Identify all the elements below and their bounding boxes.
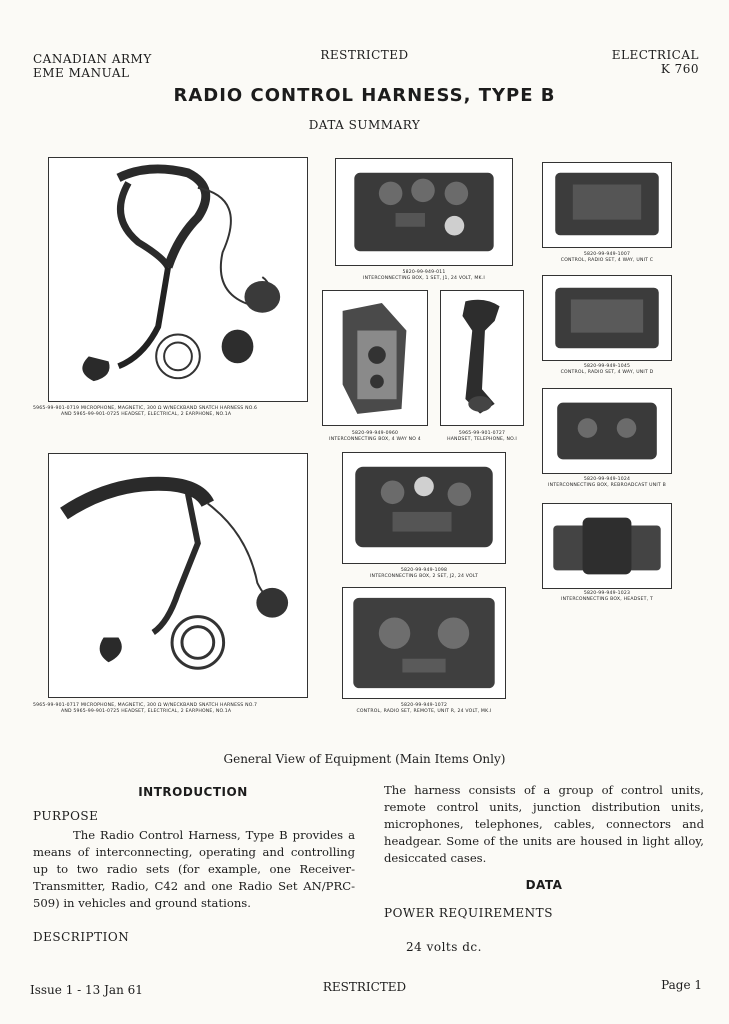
control-remote-image bbox=[353, 597, 495, 689]
caption-harness-7-line2: AND 5965-99-901-0725 HEADSET, ELECTRICAL… bbox=[61, 709, 232, 714]
photo-harness-7 bbox=[48, 453, 308, 698]
caption-control-d-line2: CONTROL, RADIO SET, 4 WAY, UNIT D bbox=[560, 370, 654, 375]
harness-7-image bbox=[60, 476, 289, 670]
header-category: ELECTRICAL bbox=[611, 48, 699, 62]
photo-control-c bbox=[542, 162, 672, 248]
caption-control-c: 5820-99-949-1007 CONTROL, RADIO SET, 4 W… bbox=[530, 252, 684, 264]
caption-harness-6-line1: 5965-99-901-0719 MICROPHONE, MAGNETIC, 3… bbox=[33, 406, 258, 411]
introduction-heading: INTRODUCTION bbox=[138, 785, 248, 799]
caption-box-rebroadcast: 5820-99-949-1024 INTERCONNECTING BOX, RE… bbox=[526, 477, 688, 489]
photo-control-remote bbox=[342, 587, 506, 699]
box-2set-image bbox=[355, 466, 493, 548]
photo-control-d bbox=[542, 275, 672, 361]
caption-box-4way-line1: 5820-99-949-0960 bbox=[351, 431, 399, 436]
caption-box-4way: 5820-99-949-0960 INTERCONNECTING BOX, 4 … bbox=[312, 431, 438, 443]
caption-control-d: 5820-99-949-1045 CONTROL, RADIO SET, 4 W… bbox=[530, 364, 684, 376]
page-title: RADIO CONTROL HARNESS, TYPE B bbox=[173, 85, 556, 106]
photo-handset bbox=[440, 290, 524, 426]
photo-box-headset bbox=[542, 503, 672, 589]
footer-classification: RESTRICTED bbox=[322, 980, 407, 994]
box-4way-image bbox=[342, 303, 407, 414]
header-left: CANADIAN ARMY EME MANUAL bbox=[33, 52, 152, 80]
caption-control-d-line1: 5820-99-949-1045 bbox=[583, 364, 631, 369]
description-heading: DESCRIPTION bbox=[33, 930, 130, 944]
caption-box-headset-line1: 5820-99-949-1023 bbox=[583, 591, 631, 596]
caption-control-remote-line1: 5820-99-949-1072 bbox=[400, 703, 448, 708]
box-headset-image bbox=[553, 517, 661, 575]
caption-harness-7: 5965-99-901-0717 MICROPHONE, MAGNETIC, 3… bbox=[33, 703, 257, 715]
header-manual: EME MANUAL bbox=[33, 66, 130, 80]
header-classification: RESTRICTED bbox=[320, 48, 409, 62]
caption-box-j1-line2: INTERCONNECTING BOX, 1 SET, J1, 24 VOLT,… bbox=[363, 276, 485, 281]
box-j1-image bbox=[354, 172, 494, 252]
power-requirements-heading: POWER REQUIREMENTS bbox=[384, 906, 553, 920]
caption-box-rebroadcast-line1: 5820-99-949-1024 bbox=[583, 477, 631, 482]
photo-box-j1 bbox=[335, 158, 513, 266]
photo-box-2set bbox=[342, 452, 506, 564]
purpose-text: The Radio Control Harness, Type B provid… bbox=[33, 828, 355, 910]
photo-box-4way bbox=[322, 290, 428, 426]
harness-6-image bbox=[82, 164, 281, 382]
caption-box-4way-line2: INTERCONNECTING BOX, 4 WAY NO 4 bbox=[329, 437, 421, 442]
header-code: K 760 bbox=[660, 62, 699, 76]
power-requirements-value: 24 volts dc. bbox=[406, 940, 482, 954]
description-text: The harness consists of a group of contr… bbox=[384, 783, 704, 865]
caption-harness-6: 5965-99-901-0719 MICROPHONE, MAGNETIC, 3… bbox=[33, 406, 257, 418]
data-heading: DATA bbox=[525, 878, 563, 892]
caption-box-j1-line1: 5820-99-949-011 bbox=[402, 270, 446, 275]
caption-control-c-line2: CONTROL, RADIO SET, 4 WAY, UNIT C bbox=[560, 258, 654, 263]
caption-control-c-line1: 5820-99-949-1007 bbox=[583, 252, 631, 257]
page-subtitle: DATA SUMMARY bbox=[308, 118, 421, 132]
purpose-heading: PURPOSE bbox=[33, 809, 99, 823]
box-rebroadcast-image bbox=[557, 402, 657, 460]
caption-harness-6-line2: AND 5965-99-901-0725 HEADSET, ELECTRICAL… bbox=[61, 412, 232, 417]
caption-control-remote-line2: CONTROL, RADIO SET, REMOTE, UNIT R, 24 V… bbox=[356, 709, 492, 714]
control-d-image bbox=[555, 287, 659, 349]
photo-box-rebroadcast bbox=[542, 388, 672, 474]
caption-handset-line1: 5965-99-901-0727 bbox=[458, 431, 506, 436]
caption-harness-7-line1: 5965-99-901-0717 MICROPHONE, MAGNETIC, 3… bbox=[33, 703, 258, 708]
caption-box-2set-line2: INTERCONNECTING BOX, 2 SET, J2, 24 VOLT bbox=[370, 574, 478, 579]
caption-box-2set: 5820-99-949-1098 INTERCONNECTING BOX, 2 … bbox=[342, 568, 506, 580]
figure-caption: General View of Equipment (Main Items On… bbox=[223, 752, 506, 766]
caption-control-remote: 5820-99-949-1072 CONTROL, RADIO SET, REM… bbox=[322, 703, 526, 715]
control-c-image bbox=[555, 172, 659, 236]
header-org: CANADIAN ARMY bbox=[33, 52, 152, 66]
caption-box-headset: 5820-99-949-1023 INTERCONNECTING BOX, HE… bbox=[530, 591, 684, 603]
caption-box-j1: 5820-99-949-011 INTERCONNECTING BOX, 1 S… bbox=[335, 270, 513, 282]
footer-page-number: Page 1 bbox=[661, 978, 702, 992]
photo-harness-6 bbox=[48, 157, 308, 402]
handset-image bbox=[462, 299, 500, 414]
header-right: ELECTRICAL K 760 bbox=[612, 48, 699, 76]
caption-box-2set-line1: 5820-99-949-1098 bbox=[400, 568, 448, 573]
caption-handset-line2: HANDSET, TELEPHONE, NO.I bbox=[447, 437, 517, 442]
footer-issue: Issue 1 - 13 Jan 61 bbox=[30, 983, 143, 997]
caption-box-rebroadcast-line2: INTERCONNECTING BOX, REBROADCAST UNIT B bbox=[548, 483, 666, 488]
caption-handset: 5965-99-901-0727 HANDSET, TELEPHONE, NO.… bbox=[432, 431, 532, 443]
caption-box-headset-line2: INTERCONNECTING BOX, HEADSET, T bbox=[561, 597, 653, 602]
